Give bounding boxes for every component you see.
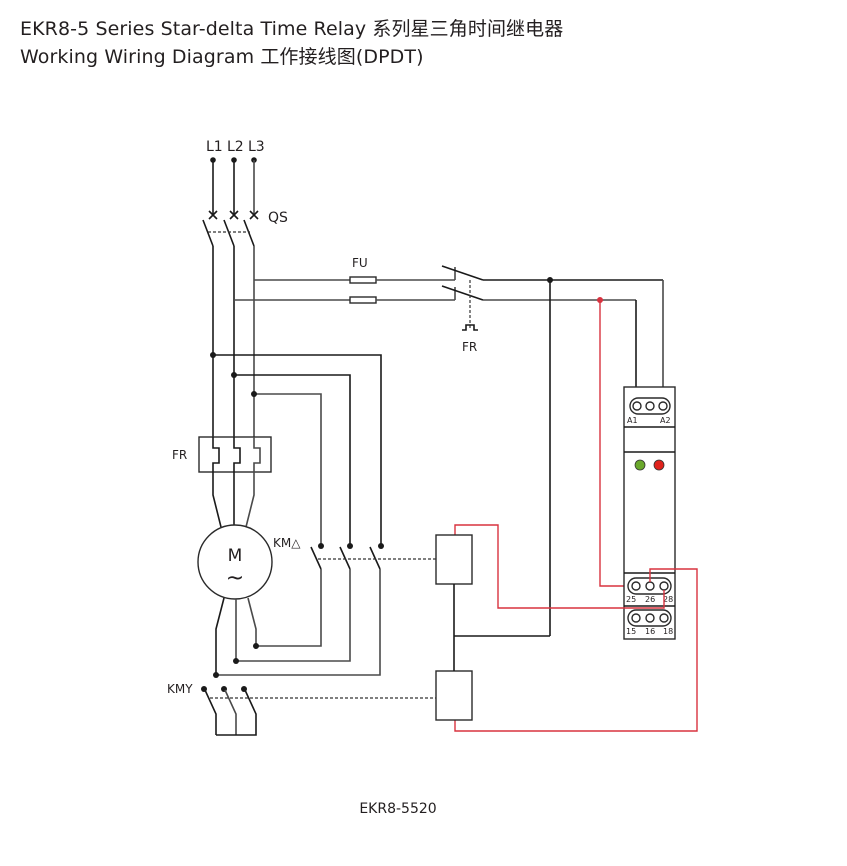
title-line-2: Working Wiring Diagram 工作接线图(DPDT)	[20, 46, 424, 68]
label-25: 25	[626, 595, 636, 604]
terminal-a2	[658, 401, 668, 411]
fuse-2	[349, 296, 377, 304]
junction-dot	[233, 658, 239, 664]
terminal-mid	[645, 401, 655, 411]
label-18: 18	[663, 627, 673, 636]
label-28: 28	[663, 595, 673, 604]
led-power-green	[634, 459, 646, 471]
qs-label: QS	[268, 210, 288, 226]
kmy-label: KMY	[167, 682, 193, 696]
time-relay-module	[623, 386, 676, 640]
junction-dot	[213, 672, 219, 678]
motor-circle	[197, 524, 273, 600]
fuse-1	[349, 276, 377, 284]
terminal-26	[645, 581, 655, 591]
motor-supply-lines	[212, 472, 255, 528]
led-status-red	[653, 459, 665, 471]
phase-label-l2: L2	[227, 139, 244, 155]
junction-dot	[210, 352, 216, 358]
terminal-25	[631, 581, 641, 591]
relay-body	[623, 386, 676, 640]
main-switch-qs	[202, 210, 259, 247]
label-26: 26	[645, 595, 655, 604]
junction-dot	[231, 372, 237, 378]
km-contact-terminal	[378, 543, 384, 549]
fu-label: FU	[352, 256, 368, 270]
fr-contacts	[441, 265, 484, 331]
label-a1: A1	[627, 416, 638, 425]
motor-label: M	[228, 546, 243, 566]
km-delta-label: KM△	[273, 536, 301, 550]
red-wire-26-to-kmy-coil	[454, 568, 698, 732]
terminal-18	[659, 613, 669, 623]
junction-dot	[251, 391, 257, 397]
title-line-1: EKR8-5 Series Star-delta Time Relay 系列星三…	[20, 18, 564, 40]
terminal-16	[645, 613, 655, 623]
thermal-element-icon	[462, 324, 478, 331]
km-delta-contacts	[310, 546, 436, 570]
coil-common-wire	[453, 584, 550, 671]
fuse-output-lines	[376, 267, 456, 301]
terminal-a1	[632, 401, 642, 411]
model-label: EKR8-5520	[359, 801, 436, 817]
coil-km-delta	[435, 534, 473, 585]
label-15: 15	[626, 627, 636, 636]
delta-feed-wires	[213, 354, 382, 546]
motor-output-leads	[215, 597, 257, 675]
coil-kmy	[435, 670, 473, 721]
phase-label-l1: L1	[206, 139, 223, 155]
terminal-15	[631, 613, 641, 623]
delta-return-wires	[216, 569, 381, 676]
label-a2: A2	[660, 416, 671, 425]
label-16: 16	[645, 627, 655, 636]
red-wire-to-25	[599, 300, 632, 587]
red-wire-28-to-km-coil	[454, 524, 665, 609]
fr-label: FR	[172, 448, 187, 462]
kmy-star-contacts	[204, 689, 436, 736]
motor-ac-symbol: ~	[226, 566, 244, 591]
fr-contact-label: FR	[462, 340, 477, 354]
control-tap-lines	[234, 279, 350, 301]
phase-label-l3: L3	[248, 139, 265, 155]
thermal-relay-fr	[198, 436, 272, 473]
km-contact-terminal	[347, 543, 353, 549]
junction-dot	[253, 643, 259, 649]
terminal-28	[659, 581, 669, 591]
main-vertical-lines	[212, 246, 255, 437]
phase-lines	[212, 160, 255, 214]
junction-dot	[547, 277, 553, 283]
km-contact-terminal	[318, 543, 324, 549]
